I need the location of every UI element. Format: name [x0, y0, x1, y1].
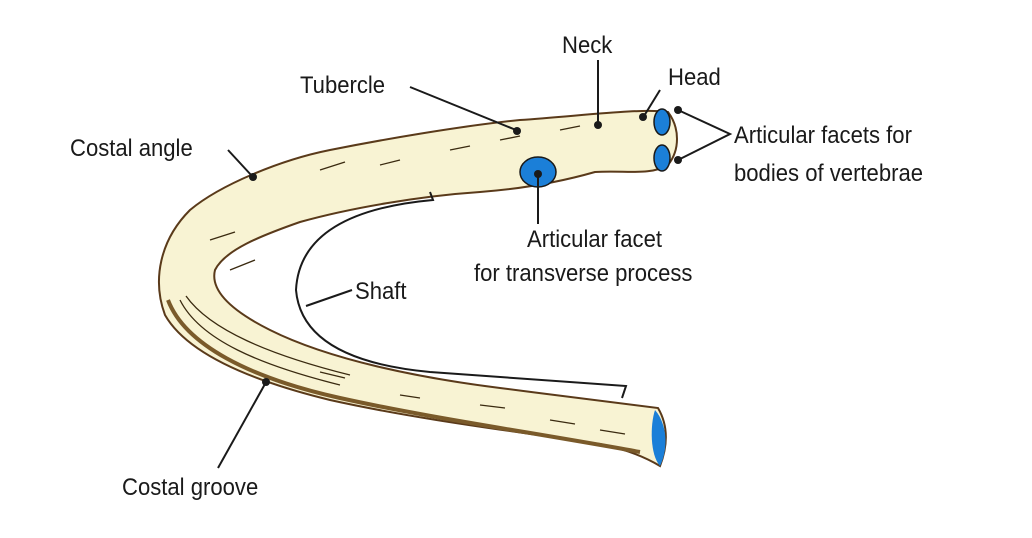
- label-articular-facets-2: bodies of vertebrae: [734, 160, 924, 187]
- leader-lines: [217, 60, 733, 469]
- leader-dots: [249, 106, 682, 386]
- head-facet-lower: [653, 144, 671, 172]
- rib-bone: [158, 109, 678, 468]
- bone-texture: [179, 125, 626, 435]
- label-costal-angle: Costal angle: [70, 135, 193, 162]
- label-costal-groove: Costal groove: [122, 474, 259, 501]
- label-articular-facet-1: Articular facet: [527, 226, 662, 253]
- label-tubercle: Tubercle: [300, 72, 386, 99]
- label-shaft: Shaft: [355, 278, 407, 305]
- label-head: Head: [668, 64, 721, 91]
- label-articular-facets-1: Articular facets for: [734, 122, 912, 149]
- sternal-end-facet: [651, 410, 666, 466]
- label-neck: Neck: [562, 32, 613, 59]
- label-articular-facet-2: for transverse process: [474, 260, 693, 287]
- costal-groove-band: [166, 299, 641, 454]
- head-facet-upper: [653, 108, 671, 136]
